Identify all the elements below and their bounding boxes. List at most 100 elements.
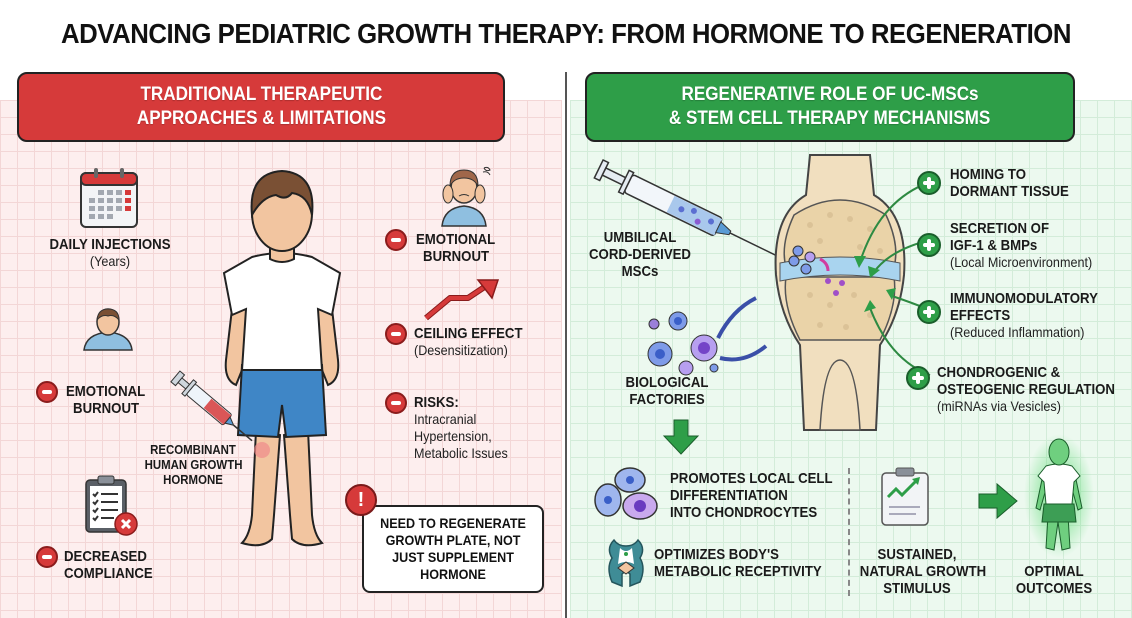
label-line: SUSTAINED,	[877, 546, 957, 563]
label-sub: (miRNAs via Vesicles)	[937, 398, 1061, 414]
banner-line: APPROACHES & LIMITATIONS	[136, 108, 386, 129]
traditional-banner: TRADITIONAL THERAPEUTIC APPROACHES & LIM…	[17, 72, 505, 142]
plus-icon	[906, 366, 930, 390]
ceiling-effect-label: CEILING EFFECT (Desensitization)	[414, 325, 537, 359]
emotional-burnout-right-label: EMOTIONAL BURNOUT	[416, 231, 506, 265]
plus-icon	[917, 171, 941, 195]
label-line: NATURAL GROWTH	[859, 563, 987, 580]
label-line: CORD-DERIVED	[589, 246, 691, 263]
minus-icon	[385, 323, 407, 345]
label-line: BURNOUT	[73, 400, 140, 417]
syringe-msc-icon	[593, 158, 779, 258]
label-line: CHONDROGENIC &	[937, 364, 1061, 381]
mechanism-secretion-label: SECRETION OF IGF-1 & BMPs (Local Microen…	[950, 220, 1108, 271]
trend-arrow-icon	[424, 279, 500, 321]
minus-icon	[385, 392, 407, 414]
label-sub: (Reduced Inflammation)	[950, 324, 1085, 340]
label-line: IGF-1 & BMPs	[950, 237, 1038, 254]
banner-line: REGENERATIVE ROLE OF UC-MSCs	[681, 84, 979, 105]
promotes-differentiation-label: PROMOTES LOCAL CELL DIFFERENTIATION INTO…	[670, 470, 855, 521]
label-line: MSCs	[621, 263, 659, 280]
decreased-compliance-label: DECREASED COMPLIANCE	[64, 548, 165, 582]
sustained-stimulus-label: SUSTAINED, NATURAL GROWTH STIMULUS	[852, 546, 987, 597]
label-sub: (Years)	[89, 253, 131, 269]
down-arrow-icon	[662, 419, 700, 455]
label-line: IMMUNOMODULATORY	[950, 290, 1098, 307]
stressed-child-icon	[441, 166, 491, 227]
page-title: ADVANCING PEDIATRIC GROWTH THERAPY: FROM…	[60, 18, 1072, 49]
label-line: HUMAN GROWTH	[144, 457, 243, 472]
label-sub: (Local Microenvironment)	[950, 254, 1093, 270]
label-line: PROMOTES LOCAL CELL	[670, 470, 833, 487]
banner-line: TRADITIONAL THERAPEUTIC	[140, 84, 382, 105]
alert-icon: !	[345, 484, 377, 516]
risks-label: RISKS: Intracranial Hypertension, Metabo…	[414, 394, 518, 462]
emotional-burnout-left-label: EMOTIONAL BURNOUT	[66, 383, 156, 417]
label-line: INTO CHONDROCYTES	[670, 504, 818, 521]
callout-line: NEED TO REGENERATE	[380, 515, 526, 531]
label-line: EMOTIONAL	[66, 383, 146, 400]
metabolic-receptivity-icon	[608, 538, 644, 588]
mechanism-chondrogenic-label: CHONDROGENIC & OSTEOGENIC REGULATION (mi…	[937, 364, 1132, 415]
child-icon	[83, 308, 133, 351]
plus-icon	[917, 300, 941, 324]
label-sub: Metabolic Issues	[414, 445, 508, 461]
banner-line: & STEM CELL THERAPY MECHANISMS	[669, 108, 991, 129]
optimizes-receptivity-label: OPTIMIZES BODY'S METABOLIC RECEPTIVITY	[654, 546, 845, 580]
biological-factories-label: BIOLOGICAL FACTORIES	[612, 374, 722, 408]
label-sub: Hypertension,	[414, 428, 492, 444]
label-title: CEILING EFFECT	[414, 325, 523, 342]
callout-line: JUST SUPPLEMENT	[392, 549, 514, 565]
mechanism-immunomodulatory-label: IMMUNOMODULATORY EFFECTS (Reduced Inflam…	[950, 290, 1118, 341]
panel-divider	[565, 72, 567, 618]
chondrocyte-cells-icon	[594, 467, 658, 520]
label-line: FACTORIES	[629, 391, 705, 408]
calendar-icon	[80, 168, 138, 228]
label-line: SECRETION OF	[950, 220, 1050, 237]
syringe-hormone-icon	[170, 370, 253, 442]
label-line: METABOLIC RECEPTIVITY	[654, 563, 822, 580]
label-title: DAILY INJECTIONS	[49, 236, 171, 253]
mechanism-arrows	[854, 181, 931, 376]
minus-icon	[385, 229, 407, 251]
label-line: COMPLIANCE	[64, 565, 153, 582]
growth-chart-clipboard-icon	[881, 467, 929, 526]
label-line: EMOTIONAL	[416, 231, 496, 248]
clipboard-x-icon	[85, 475, 138, 536]
label-line: OPTIMIZES BODY'S	[654, 546, 779, 563]
right-arrow-icon	[978, 482, 1018, 520]
label-line: BURNOUT	[423, 248, 490, 265]
umbilical-msc-label: UMBILICAL CORD-DERIVED MSCs	[580, 229, 700, 280]
label-line: OUTCOMES	[1015, 580, 1093, 597]
label-line: DIFFERENTIATION	[670, 487, 788, 504]
label-line: OSTEOGENIC REGULATION	[937, 381, 1115, 398]
label-line: HORMONE	[163, 472, 223, 487]
regenerate-callout: NEED TO REGENERATE GROWTH PLATE, NOT JUS…	[362, 505, 544, 593]
minus-icon	[36, 381, 58, 403]
label-sub: Intracranial	[414, 411, 477, 427]
plus-icon	[917, 233, 941, 257]
section-dotted-divider	[848, 468, 850, 596]
mechanism-homing-label: HOMING TO DORMANT TISSUE	[950, 166, 1085, 200]
daily-injections-label: DAILY INJECTIONS (Years)	[30, 236, 190, 270]
biological-factories-icon	[647, 296, 768, 376]
callout-line: GROWTH PLATE, NOT	[385, 532, 521, 548]
label-sub: (Desensitization)	[414, 342, 508, 358]
label-line: OPTIMAL	[1024, 563, 1084, 580]
child-figure-illustration	[222, 169, 342, 547]
label-line: STIMULUS	[883, 580, 951, 597]
callout-line: HORMONE	[420, 566, 486, 582]
label-line: RECOMBINANT	[150, 442, 236, 457]
label-title: RISKS:	[414, 394, 459, 411]
label-line: UMBILICAL	[603, 229, 677, 246]
regenerative-banner: REGENERATIVE ROLE OF UC-MSCs & STEM CELL…	[585, 72, 1075, 142]
healthy-child-icon	[1024, 434, 1094, 558]
label-line: HOMING TO	[950, 166, 1027, 183]
knee-joint-illustration	[774, 154, 906, 431]
rhgh-label: RECOMBINANT HUMAN GROWTH HORMONE	[138, 442, 248, 487]
minus-icon	[36, 546, 58, 568]
label-line: BIOLOGICAL	[625, 374, 709, 391]
optimal-outcomes-label: OPTIMAL OUTCOMES	[1004, 563, 1104, 597]
label-line: EFFECTS	[950, 307, 1011, 324]
label-line: DORMANT TISSUE	[950, 183, 1069, 200]
